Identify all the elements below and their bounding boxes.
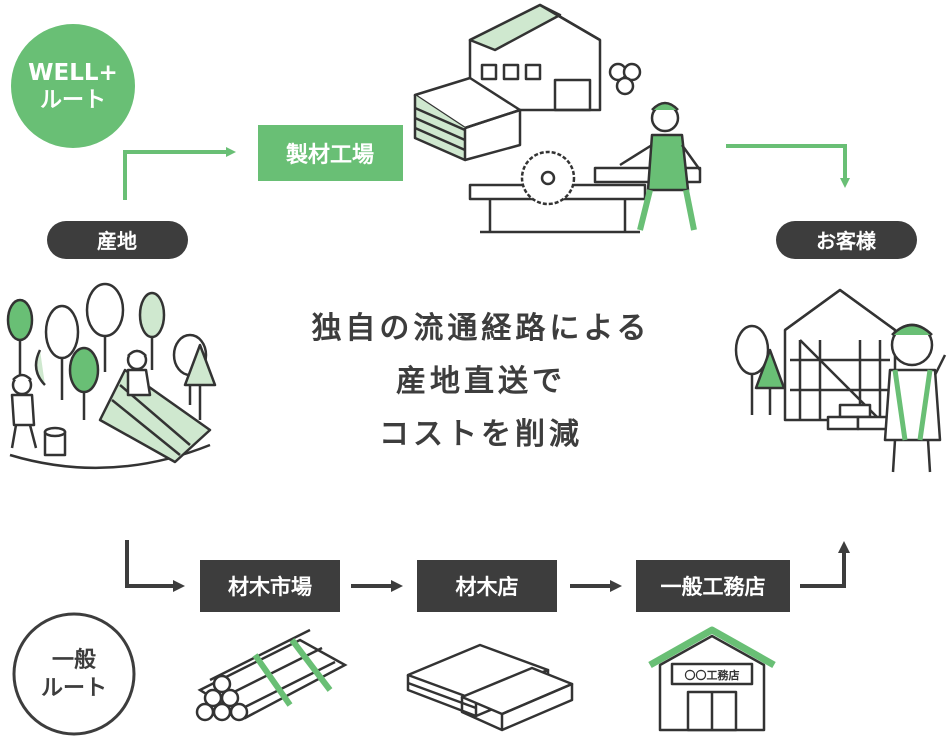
arrow-sawmill-to-customer — [726, 144, 850, 188]
customer-text: お客様 — [816, 229, 877, 253]
forest-illustration — [6, 282, 217, 470]
timber-market-label: 材木市場 — [200, 560, 340, 612]
lumber-boards-illustration — [406, 643, 574, 732]
sawmill-illustration — [413, 3, 702, 234]
arrow-contractor-to-customer — [800, 541, 850, 588]
wellplus-route-badge: WELL+ ルート — [11, 24, 135, 148]
sawmill-label: 製材工場 — [258, 125, 403, 181]
contractor-label: 一般工務店 — [636, 560, 790, 612]
general-route-badge: 一般 ルート — [12, 612, 136, 736]
origin-text: 産地 — [97, 229, 137, 253]
sawmill-text: 製材工場 — [285, 142, 374, 168]
center-message-line3: コストを削減 — [379, 417, 583, 452]
customer-illustration — [734, 288, 947, 473]
general-label-line1: 一般 — [52, 647, 96, 673]
customer-label: お客様 — [776, 221, 917, 259]
contractor-text: 一般工務店 — [661, 575, 766, 599]
general-label-line2: ルート — [41, 676, 107, 701]
center-message: 独自の流通経路による 産地直送で コストを削減 — [311, 311, 650, 452]
log-bundle-illustration — [195, 628, 348, 722]
timber-market-text: 材木市場 — [228, 575, 312, 599]
lumber-store-label: 材木店 — [417, 560, 557, 612]
center-message-line2: 産地直送で — [396, 364, 566, 399]
center-message-line1: 独自の流通経路による — [311, 311, 650, 346]
lumber-store-text: 材木店 — [456, 575, 519, 599]
signboard-text: 〇〇工務店 — [685, 668, 740, 682]
arrow-origin-to-sawmill — [123, 147, 236, 200]
wellplus-label-line1: WELL+ — [28, 60, 118, 86]
origin-label: 産地 — [47, 221, 188, 259]
arrow-origin-to-timber-market — [125, 540, 185, 592]
wellplus-label-line2: ルート — [40, 88, 106, 113]
contractor-shop-illustration: 〇〇工務店 — [648, 626, 776, 732]
